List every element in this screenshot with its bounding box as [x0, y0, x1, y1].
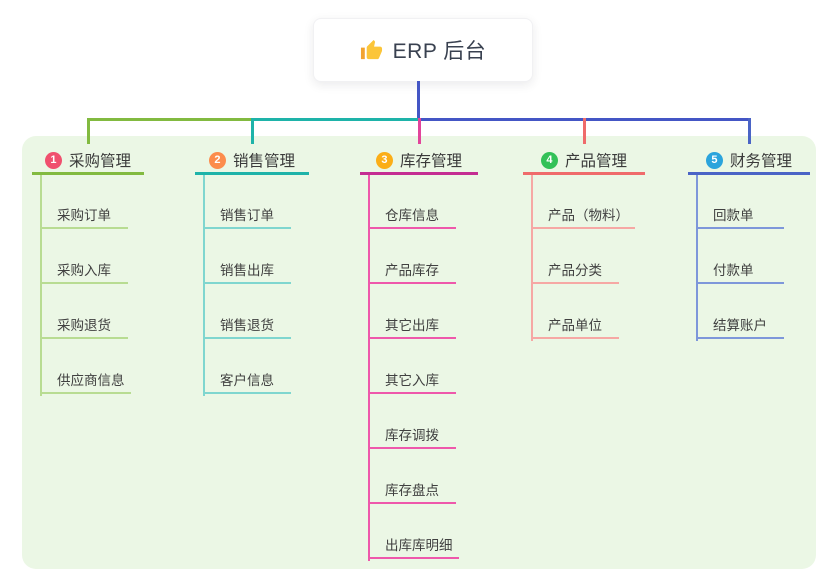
branch-number-badge: 5: [705, 151, 723, 169]
branch-children-spine: [368, 175, 370, 561]
branch-children-spine: [696, 175, 698, 341]
branch-node-销售管理[interactable]: 2 销售管理: [195, 148, 309, 172]
child-node-采购退货[interactable]: 采购退货: [40, 314, 128, 339]
child-node-产品单位[interactable]: 产品单位: [531, 314, 619, 339]
child-node-其它入库[interactable]: 其它入库: [368, 369, 456, 394]
branch-underline: [360, 172, 478, 175]
branch-node-采购管理[interactable]: 1 采购管理: [32, 148, 144, 172]
child-node-采购入库[interactable]: 采购入库: [40, 259, 128, 284]
child-node-销售退货[interactable]: 销售退货: [203, 314, 291, 339]
branch-children-spine: [40, 175, 42, 396]
child-node-客户信息[interactable]: 客户信息: [203, 369, 291, 394]
branch-drop-connector: [583, 118, 586, 144]
branches-background-panel: [22, 136, 816, 569]
branch-underline: [195, 172, 309, 175]
branch-label: 产品管理: [564, 153, 627, 170]
child-node-回款单[interactable]: 回款单: [696, 204, 784, 229]
branch-label: 财务管理: [729, 153, 792, 170]
child-node-供应商信息[interactable]: 供应商信息: [40, 369, 131, 394]
child-node-采购订单[interactable]: 采购订单: [40, 204, 128, 229]
thumbs-up-icon: [360, 39, 383, 62]
branch-node-产品管理[interactable]: 4 产品管理: [523, 148, 645, 172]
branch-number-badge: 1: [44, 151, 62, 169]
child-node-产品库存[interactable]: 产品库存: [368, 259, 456, 284]
branch-number-badge: 4: [540, 151, 558, 169]
bus-segment-middle: [251, 118, 418, 121]
branch-node-库存管理[interactable]: 3 库存管理: [360, 148, 478, 172]
branch-drop-connector: [418, 118, 421, 144]
branch-number-badge: 3: [375, 151, 393, 169]
branch-children-spine: [531, 175, 533, 341]
branch-underline: [688, 172, 810, 175]
bus-segment-left: [87, 118, 251, 121]
branch-drop-connector: [251, 118, 254, 144]
child-node-库存盘点[interactable]: 库存盘点: [368, 479, 456, 504]
child-node-产品分类[interactable]: 产品分类: [531, 259, 619, 284]
branch-label: 采购管理: [68, 153, 131, 170]
child-node-销售出库[interactable]: 销售出库: [203, 259, 291, 284]
branch-underline: [32, 172, 144, 175]
branch-label: 库存管理: [399, 153, 462, 170]
child-node-仓库信息[interactable]: 仓库信息: [368, 204, 456, 229]
child-node-出库库明细[interactable]: 出库库明细: [368, 534, 459, 559]
root-node[interactable]: ERP 后台: [313, 18, 533, 82]
child-node-其它出库[interactable]: 其它出库: [368, 314, 456, 339]
branch-node-财务管理[interactable]: 5 财务管理: [688, 148, 810, 172]
root-node-title: ERP 后台: [392, 40, 487, 63]
root-stem-connector: [417, 81, 420, 119]
branch-number-badge: 2: [208, 151, 226, 169]
child-node-结算账户[interactable]: 结算账户: [696, 314, 784, 339]
child-node-付款单[interactable]: 付款单: [696, 259, 784, 284]
branch-children-spine: [203, 175, 205, 396]
child-node-库存调拨[interactable]: 库存调拨: [368, 424, 456, 449]
branch-drop-connector: [748, 118, 751, 144]
branch-underline: [523, 172, 645, 175]
child-node-销售订单[interactable]: 销售订单: [203, 204, 291, 229]
branch-label: 销售管理: [232, 153, 295, 170]
child-node-产品（物料）[interactable]: 产品（物料）: [531, 204, 635, 229]
branch-drop-connector: [87, 118, 90, 144]
